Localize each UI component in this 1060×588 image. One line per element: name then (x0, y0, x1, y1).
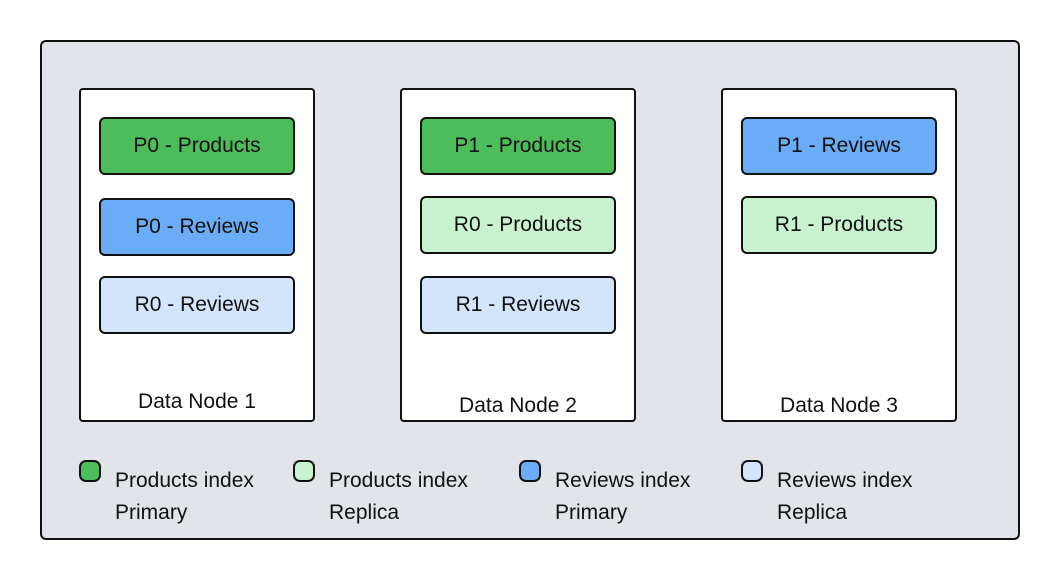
node-title: Data Node 3 (780, 394, 898, 417)
legend-label: Reviews index Primary (555, 469, 691, 524)
node-title: Data Node 2 (459, 394, 577, 417)
shard-p0-reviews: P0 - Reviews (99, 198, 295, 256)
products-primary-swatch (79, 460, 101, 482)
node-title: Data Node 1 (138, 390, 256, 413)
shard-r1-reviews: R1 - Reviews (420, 276, 616, 334)
shard-p0-products: P0 - Products (99, 117, 295, 175)
legend-label: Products index Primary (115, 469, 254, 524)
legend-label: Products index Replica (329, 469, 468, 524)
shard-p1-reviews: P1 - Reviews (741, 117, 937, 175)
reviews-primary-swatch (519, 460, 541, 482)
legend-label: Reviews index Replica (777, 469, 913, 524)
shard-r0-reviews: R0 - Reviews (99, 276, 295, 334)
products-replica-swatch (293, 460, 315, 482)
shard-r0-products: R0 - Products (420, 196, 616, 254)
shard-r1-products: R1 - Products (741, 196, 937, 254)
shard-p1-products: P1 - Products (420, 117, 616, 175)
data-node-3: P1 - Reviews R1 - Products Data Node 3 (721, 88, 957, 422)
data-node-1: P0 - Products P0 - Reviews R0 - Reviews … (79, 88, 315, 422)
data-node-2: P1 - Products R0 - Products R1 - Reviews… (400, 88, 636, 422)
reviews-replica-swatch (741, 460, 763, 482)
